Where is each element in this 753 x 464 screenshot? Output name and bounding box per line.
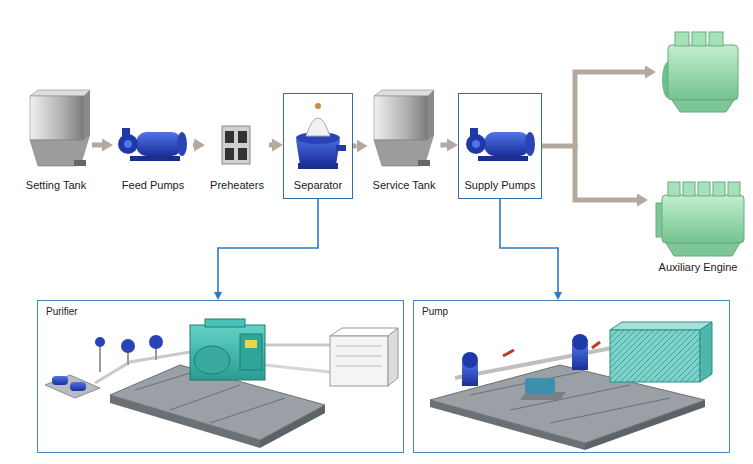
preheater-icon bbox=[225, 148, 234, 160]
purifier-illustration bbox=[52, 376, 68, 385]
flow-arrow bbox=[542, 146, 637, 200]
purifier-illustration bbox=[194, 346, 230, 374]
purifier-illustration bbox=[240, 334, 262, 370]
supply-pump-icon bbox=[466, 128, 535, 161]
flow-arrow bbox=[440, 143, 447, 148]
service-tank-icon bbox=[374, 90, 434, 166]
equipment-item: Setting Tank bbox=[20, 92, 92, 198]
purifier-illustration bbox=[190, 325, 265, 380]
pump-illustration bbox=[455, 348, 612, 378]
node-label: Purifier bbox=[46, 305, 78, 318]
node-label: Preheaters bbox=[210, 179, 264, 192]
flow-arrow bbox=[92, 143, 102, 148]
auxiliary-engine-icon bbox=[666, 243, 740, 256]
pump-illustration bbox=[462, 352, 478, 368]
separator-icon bbox=[315, 103, 321, 109]
main-engine-icon bbox=[668, 45, 738, 100]
auxiliary-engine-icon bbox=[683, 182, 695, 196]
pump-illustration bbox=[525, 378, 555, 394]
service-tank-icon bbox=[374, 90, 434, 166]
preheater-icon bbox=[222, 126, 250, 164]
main-engine-icon bbox=[662, 32, 738, 112]
separator-icon bbox=[336, 145, 346, 151]
purifier-illustration bbox=[265, 365, 330, 372]
pump-illustration bbox=[470, 372, 580, 395]
purifier-illustration bbox=[210, 398, 285, 423]
setting-tank-icon bbox=[30, 90, 90, 166]
purifier-illustration bbox=[45, 375, 100, 398]
node-label: Auxiliary Engine bbox=[659, 261, 738, 274]
preheater-icon bbox=[238, 148, 247, 160]
preheater-icon bbox=[222, 126, 250, 164]
purifier-illustration bbox=[330, 336, 388, 386]
purifier-illustration bbox=[45, 319, 398, 448]
node-label: Setting Tank bbox=[26, 179, 86, 192]
preheater-icon bbox=[225, 131, 234, 143]
pump-illustration bbox=[572, 334, 588, 350]
equipment-item: Preheaters bbox=[205, 92, 269, 198]
branch-arrow bbox=[575, 72, 645, 148]
flow-arrow bbox=[500, 199, 558, 292]
node-label: Pump bbox=[422, 305, 448, 318]
pump-illustration bbox=[700, 322, 712, 382]
feed-pump-icon bbox=[118, 128, 187, 161]
purifier-illustration bbox=[95, 337, 105, 347]
main-engine-icon bbox=[692, 32, 706, 46]
detail-panel: Pump bbox=[413, 300, 730, 453]
separator-icon bbox=[306, 118, 330, 136]
engine-item: Auxiliary Engine bbox=[648, 170, 748, 280]
highlighted-equipment: Separator bbox=[283, 93, 353, 199]
purifier-illustration bbox=[95, 352, 190, 383]
separator-icon bbox=[296, 103, 346, 169]
purifier-illustration bbox=[336, 356, 382, 357]
pump-illustration bbox=[610, 322, 712, 330]
equipment-item: Service Tank bbox=[368, 92, 441, 198]
purifier-illustration bbox=[336, 366, 382, 367]
auxiliary-engine-icon bbox=[662, 195, 744, 243]
purifier-illustration bbox=[121, 339, 135, 353]
pump-illustration bbox=[550, 398, 670, 423]
supply-pump-icon bbox=[466, 128, 535, 161]
flow-arrow bbox=[218, 199, 318, 292]
purifier-illustration bbox=[70, 382, 86, 391]
equipment-item: Feed Pumps bbox=[113, 92, 193, 198]
main-engine-icon bbox=[672, 100, 734, 112]
node-label: Supply Pumps bbox=[465, 179, 536, 192]
setting-tank-icon bbox=[30, 90, 90, 166]
node-label: Separator bbox=[294, 179, 342, 192]
flow-arrow bbox=[269, 143, 272, 148]
purifier-illustration bbox=[245, 340, 257, 348]
purifier-illustration bbox=[149, 335, 163, 349]
highlighted-equipment: Supply Pumps bbox=[458, 93, 542, 199]
flow-arrow bbox=[353, 144, 357, 149]
purifier-illustration bbox=[170, 385, 240, 410]
main-engine-icon bbox=[675, 32, 689, 46]
node-label: Feed Pumps bbox=[122, 179, 184, 192]
pump-illustration bbox=[430, 322, 712, 450]
pump-illustration bbox=[592, 342, 600, 348]
detail-panel: Purifier bbox=[37, 300, 404, 453]
branch-arrow bbox=[575, 72, 645, 148]
auxiliary-engine-icon bbox=[713, 182, 725, 196]
preheater-icon bbox=[238, 131, 247, 143]
main-engine-icon bbox=[709, 32, 723, 46]
purifier-illustration bbox=[330, 328, 398, 336]
purifier-illustration bbox=[205, 319, 245, 327]
pump-illustration bbox=[503, 350, 514, 356]
purifier-illustration bbox=[265, 344, 330, 347]
node-label: Service Tank bbox=[373, 179, 436, 192]
auxiliary-engine-icon bbox=[698, 182, 710, 196]
purifier-illustration bbox=[336, 346, 382, 347]
auxiliary-engine-icon bbox=[728, 182, 740, 196]
auxiliary-engine-icon bbox=[668, 182, 680, 196]
feed-pump-icon bbox=[118, 128, 187, 161]
pump-illustration bbox=[610, 330, 700, 382]
purifier-illustration bbox=[388, 328, 398, 386]
flow-arrow bbox=[193, 143, 194, 148]
purifier-illustration bbox=[99, 345, 101, 372]
auxiliary-engine-icon bbox=[656, 182, 744, 256]
